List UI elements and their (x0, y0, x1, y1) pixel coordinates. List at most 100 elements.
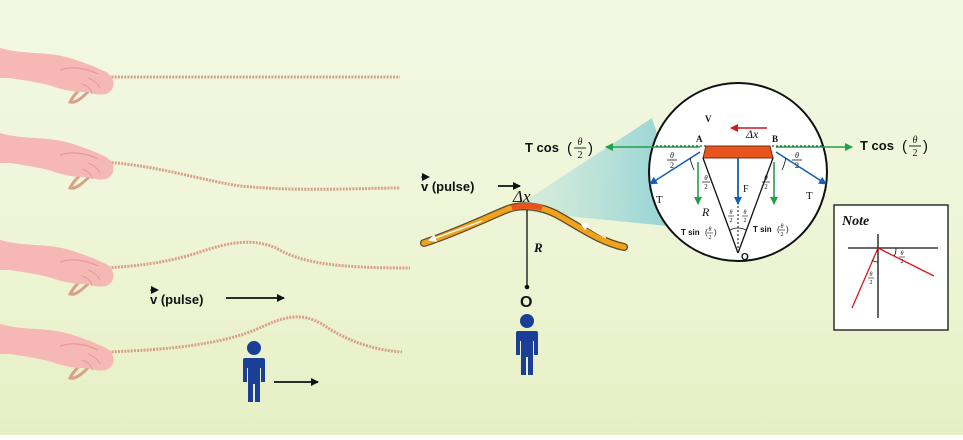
svg-text:θ: θ (901, 251, 904, 257)
theta-half-label-f: θ 2 (742, 210, 748, 224)
svg-text:(: ( (902, 138, 907, 155)
tension-label-right: T (806, 190, 813, 202)
t-sin-label-left: T sin ( θ 2 ) (681, 227, 717, 241)
svg-text:θ: θ (578, 137, 583, 148)
svg-text:(: ( (705, 228, 708, 237)
rope (104, 315, 403, 354)
tension-label-left: T (656, 194, 663, 206)
note-normal-line (851, 247, 879, 309)
svg-text:θ: θ (709, 227, 712, 233)
svg-text:T sin: T sin (753, 225, 772, 234)
center-label: O (520, 294, 532, 311)
hand-icon (0, 47, 115, 96)
radius-label: R (701, 205, 710, 219)
svg-text:): ) (588, 140, 593, 157)
theta-half-label-b: θ 2 (792, 151, 802, 170)
svg-text:2: 2 (913, 148, 918, 159)
angle-arc-right (781, 157, 787, 171)
svg-text:θ: θ (744, 210, 747, 216)
note-tension-line (877, 247, 935, 277)
pulse-velocity-label-left: v (pulse) (150, 286, 285, 307)
radius-label: R (533, 240, 543, 255)
rope-panel: v (pulse) (0, 47, 411, 402)
svg-text:T cos: T cos (860, 138, 894, 153)
svg-text:2: 2 (795, 161, 799, 170)
svg-text:θ: θ (704, 174, 708, 182)
svg-text:2: 2 (730, 218, 733, 224)
delta-x-label: Δx (745, 127, 759, 141)
velocity-label: V (705, 114, 712, 124)
svg-text:2: 2 (709, 235, 712, 241)
radius-line-b (737, 157, 774, 254)
svg-text:θ: θ (764, 174, 768, 182)
theta-arc (729, 227, 747, 231)
delta-x-label: Δx (512, 187, 531, 206)
svg-text:): ) (714, 228, 717, 237)
svg-text:T cos: T cos (525, 140, 559, 155)
note-box: Note θ 2 θ 2 (833, 204, 949, 331)
rope (104, 240, 411, 270)
rope (104, 160, 401, 191)
svg-text:T sin: T sin (681, 228, 700, 237)
note-angle-arc (893, 247, 897, 257)
svg-text:(: ( (567, 140, 572, 157)
theta-half-label-e: θ 2 (728, 210, 734, 224)
center-label: O (741, 252, 749, 263)
svg-text:θ: θ (670, 151, 674, 160)
svg-text:): ) (786, 225, 789, 234)
pulse-crest: v (pulse) Δx R O (420, 118, 688, 375)
svg-text:θ: θ (795, 151, 799, 160)
hand-icon (0, 239, 115, 288)
center-dot (524, 284, 530, 290)
v-pulse-label: v (pulse) (150, 292, 203, 307)
rope-row-2 (0, 132, 401, 191)
svg-text:2: 2 (870, 280, 873, 286)
svg-text:θ: θ (870, 272, 873, 278)
v-pulse-label: v (pulse) (421, 179, 474, 194)
element-delta-x (702, 145, 774, 159)
point-a-label: A (696, 134, 703, 144)
t-cos-label-right: T cos ( θ 2 ) (860, 135, 928, 159)
svg-text:): ) (923, 138, 928, 155)
force-label: F (743, 184, 749, 195)
angle-arc-left (689, 157, 695, 171)
svg-text:(: ( (777, 225, 780, 234)
svg-text:2: 2 (744, 218, 747, 224)
note-frame (833, 204, 949, 331)
t-sin-label-right: T sin ( θ 2 ) (753, 224, 789, 238)
theta-half-label-a: θ 2 (667, 151, 677, 170)
tension-arrow-left (649, 151, 701, 185)
svg-text:2: 2 (670, 161, 674, 170)
svg-text:θ: θ (913, 135, 918, 146)
rope-motion-arrow-right (580, 222, 607, 239)
svg-text:θ: θ (781, 224, 784, 230)
point-b-label: B (772, 134, 778, 144)
note-theta-half-b: θ 2 (868, 272, 874, 286)
svg-text:2: 2 (764, 183, 768, 191)
rope-row-3 (0, 239, 411, 296)
note-theta-half-a: θ 2 (899, 251, 905, 265)
rope-row-4 (0, 315, 403, 380)
note-title: Note (841, 214, 869, 229)
rope-row-1 (0, 47, 400, 104)
person-icon (516, 314, 538, 375)
tension-arrow-right (775, 151, 827, 185)
theta-half-label-c: θ 2 (702, 174, 710, 191)
force-diagram: V A B Δx T T F R O θ 2 θ 2 θ 2 θ 2 θ (525, 82, 928, 263)
svg-text:2: 2 (578, 150, 583, 161)
t-cos-label-left: T cos ( θ 2 ) (525, 137, 593, 161)
person-icon (243, 341, 265, 402)
note-angle-arc (871, 259, 879, 263)
svg-text:2: 2 (901, 259, 904, 265)
svg-text:θ: θ (730, 210, 733, 216)
hand-icon (0, 132, 115, 181)
magnifier-beam (511, 118, 688, 228)
svg-text:2: 2 (781, 232, 784, 238)
rope-motion-arrow-left (428, 220, 483, 242)
radius-line-a (702, 157, 739, 254)
element-delta-x (511, 202, 544, 211)
hand-icon (0, 323, 115, 372)
theta-half-label-d: θ 2 (762, 174, 770, 191)
